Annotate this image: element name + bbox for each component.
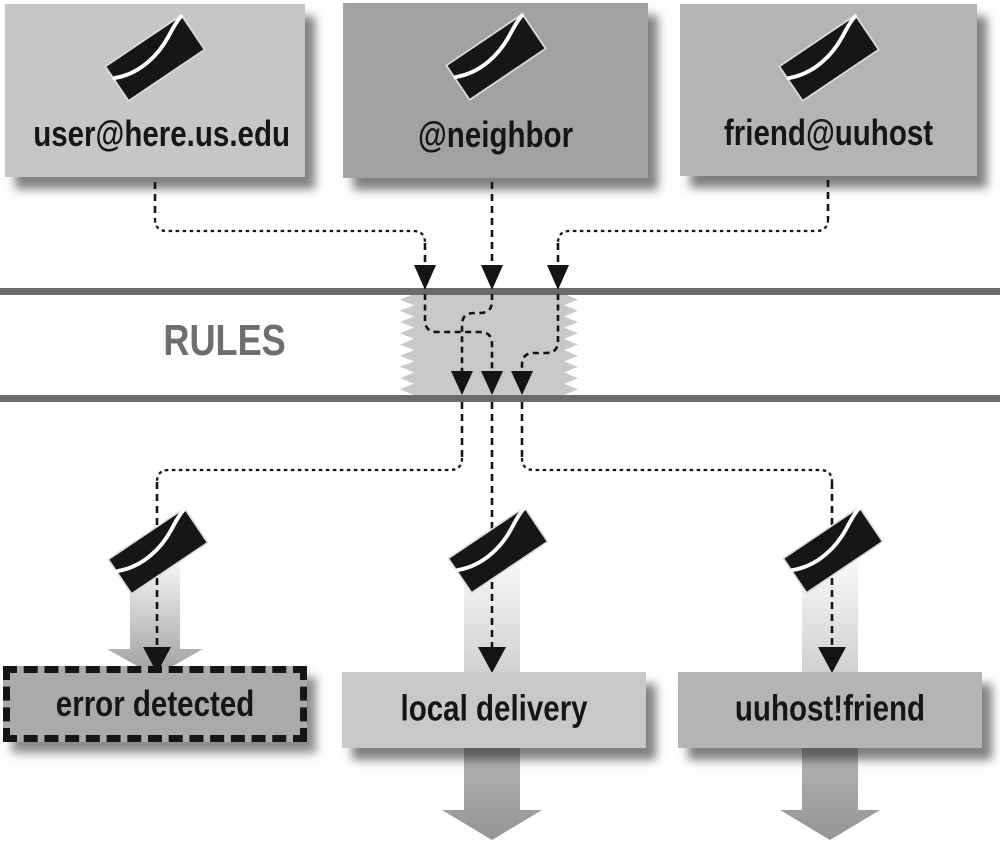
outcome-label: local delivery (342, 687, 646, 729)
down-arrowhead-icon (478, 647, 506, 673)
envelope-icon (446, 505, 550, 595)
outcome-label: uuhost!friend (678, 687, 982, 729)
down-arrowhead-icon (511, 371, 533, 395)
envelope-icon (777, 12, 881, 104)
down-arrowhead-icon (414, 265, 436, 290)
rewrite-patch (400, 294, 578, 395)
flow-user-horiz (153, 218, 427, 244)
address-label-text: @neighbor (417, 114, 574, 155)
down-arrowhead-icon (481, 371, 503, 395)
rewrite-path-c (520, 294, 560, 371)
outcome-box-error: error detected (3, 666, 307, 742)
down-arrowhead-icon (451, 371, 473, 395)
rewrite-path-b (460, 294, 494, 371)
flow-friend-horiz (556, 218, 830, 244)
flow-error-horiz (155, 457, 464, 483)
envelope-icon (444, 11, 548, 103)
address-box-neighbor: @neighbor (343, 3, 648, 178)
outcome-box-local-delivery: local delivery (342, 672, 646, 748)
outcome-label-text: error detected (55, 683, 255, 724)
envelope-icon (103, 12, 207, 104)
address-label-text: friend@uuhost (723, 112, 934, 153)
address-box-friend: friend@uuhost (680, 4, 977, 176)
rules-label-text: RULES (163, 316, 287, 365)
down-arrowhead-icon (143, 647, 171, 673)
down-arrowhead-icon (818, 647, 846, 673)
outcome-label: error detected (10, 683, 300, 725)
outcome-box-uuhost: uuhost!friend (678, 672, 982, 748)
address-label: @neighbor (343, 114, 648, 156)
address-label-text: user@here.us.edu (33, 113, 291, 154)
rules-bottom-line (0, 395, 1000, 402)
envelope-icon (106, 506, 210, 596)
outcome-label-text: uuhost!friend (734, 687, 926, 729)
rewrite-path-a (423, 294, 494, 371)
envelope-icon (781, 505, 885, 595)
address-label: user@here.us.edu (5, 113, 305, 155)
rules-top-line (0, 288, 1000, 295)
rules-label: RULES (140, 316, 310, 366)
address-box-user: user@here.us.edu (5, 4, 305, 177)
address-label: friend@uuhost (680, 112, 977, 154)
down-arrowhead-icon (481, 265, 503, 290)
down-arrowhead-icon (547, 265, 569, 290)
outcome-label-text: local delivery (400, 687, 588, 729)
flow-uucp-horiz (520, 457, 834, 483)
